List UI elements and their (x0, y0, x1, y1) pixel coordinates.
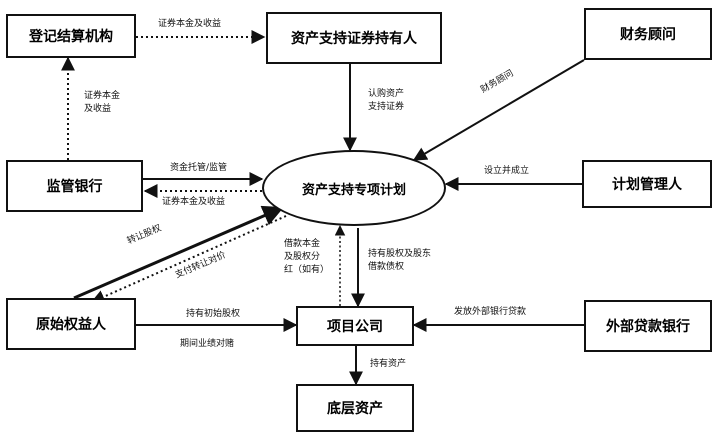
label-bank-to-spv: 资金托管/监管 (170, 163, 228, 173)
label-owner-to-company-top: 持有初始股权 (186, 309, 241, 319)
label-spv-to-bank: 证券本金及收益 (162, 197, 226, 207)
node-spv: 资产支持专项计划 (262, 150, 446, 226)
edge-advisor-to-spv (412, 59, 585, 161)
label-company-to-spv-line1: 借款本金 (284, 239, 321, 249)
node-project-company: 项目公司 (296, 306, 414, 346)
label-owner-to-company-bottom: 期间业绩对赌 (180, 339, 235, 349)
label-spv-to-company: 持有股权及股东 借款债权 (368, 248, 431, 274)
node-original-owner: 原始权益人 (6, 298, 136, 350)
node-original-owner-label: 原始权益人 (36, 317, 106, 333)
node-registrar: 登记结算机构 (6, 14, 136, 58)
node-manager: 计划管理人 (582, 160, 712, 208)
node-holders: 资产支持证券持有人 (266, 12, 442, 64)
node-advisor-label: 财务顾问 (620, 27, 676, 43)
label-bank-to-registrar-line1: 证券本金 (84, 91, 121, 101)
node-advisor: 财务顾问 (584, 8, 712, 60)
label-manager-to-spv: 设立并成立 (484, 166, 530, 176)
node-underlying-label: 底层资产 (327, 401, 383, 417)
node-spv-label: 资产支持专项计划 (301, 182, 406, 198)
label-bank-to-registrar-line2: 及收益 (84, 104, 112, 114)
label-company-to-spv: 借款本金 及股权分 红（如有） (284, 238, 329, 277)
node-supervisor-bank-label: 监管银行 (46, 179, 103, 195)
label-spv-to-company-line2: 借款债权 (368, 262, 405, 272)
label-company-to-spv-line2: 及股权分 (284, 252, 321, 262)
label-bank-to-registrar: 证券本金 及收益 (84, 90, 120, 116)
label-holders-to-spv-line2: 支持证券 (368, 102, 405, 112)
label-spv-to-company-line1: 持有股权及股东 (368, 249, 432, 259)
node-external-bank: 外部贷款银行 (584, 300, 712, 352)
label-holders-to-spv: 认购资产 支持证券 (368, 88, 404, 114)
node-holders-label: 资产支持证券持有人 (291, 31, 417, 47)
label-company-to-underlying: 持有资产 (370, 359, 407, 369)
label-holders-to-spv-line1: 认购资产 (368, 89, 405, 99)
node-manager-label: 计划管理人 (612, 177, 682, 193)
node-external-bank-label: 外部贷款银行 (606, 319, 690, 335)
label-registrar-to-holders: 证券本金及收益 (158, 19, 222, 29)
node-project-company-label: 项目公司 (327, 319, 383, 335)
node-registrar-label: 登记结算机构 (29, 29, 113, 45)
node-underlying: 底层资产 (296, 384, 414, 432)
label-external-to-company: 发放外部银行贷款 (454, 307, 527, 317)
edge-owner-to-spv (73, 205, 284, 300)
node-supervisor-bank: 监管银行 (6, 160, 143, 212)
edge-spv-to-owner (90, 215, 287, 304)
label-company-to-spv-line3: 红（如有） (284, 265, 330, 275)
